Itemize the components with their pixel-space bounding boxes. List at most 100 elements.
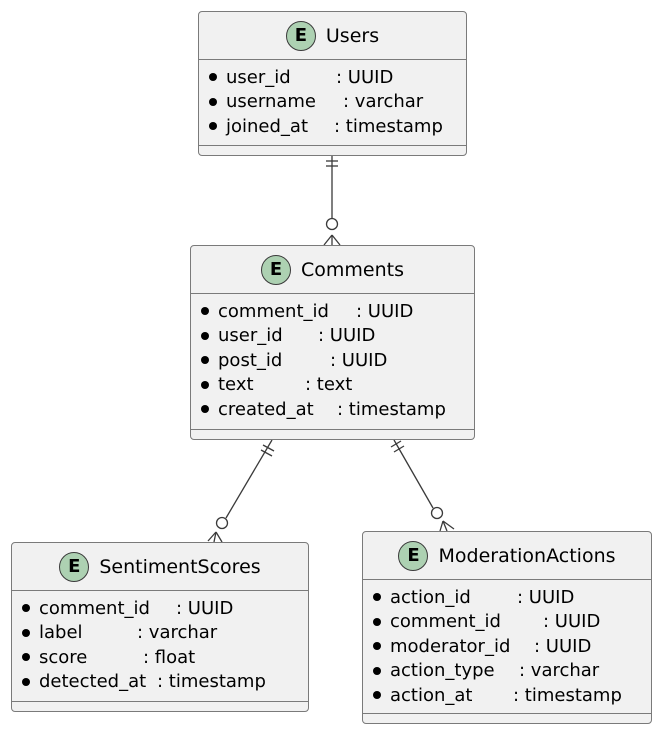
crowfoot-marker bbox=[215, 531, 223, 543]
key-bullet-icon bbox=[209, 97, 217, 106]
attribute-row: comment_id: UUID bbox=[201, 299, 474, 324]
crowfoot-marker bbox=[442, 520, 448, 532]
key-bullet-icon bbox=[209, 122, 217, 131]
zero-marker bbox=[325, 217, 339, 231]
attribute-name: comment_id bbox=[39, 597, 150, 619]
key-bullet-icon bbox=[201, 380, 209, 389]
key-bullet-icon bbox=[22, 653, 30, 662]
attribute-row: post_id : UUID bbox=[201, 348, 474, 373]
one-marker bbox=[390, 440, 402, 448]
attribute-list: action_id: UUID comment_id : UUID moderat… bbox=[363, 580, 651, 711]
attribute-type: : UUID bbox=[534, 635, 592, 657]
entity-header: E ModerationActions bbox=[363, 532, 651, 580]
attribute-name: user_id bbox=[218, 325, 283, 347]
attribute-name: detected_at bbox=[39, 671, 147, 693]
entity-name: Comments bbox=[301, 258, 404, 281]
entity-name: SentimentScores bbox=[99, 555, 261, 578]
key-bullet-icon bbox=[22, 604, 30, 613]
key-bullet-icon bbox=[201, 405, 209, 414]
attribute-row: action_id: UUID bbox=[373, 585, 651, 610]
attribute-name: joined_at bbox=[226, 115, 309, 137]
attribute-list: user_id : UUID username : varchar joined_a… bbox=[199, 60, 466, 142]
attribute-type: : timestamp bbox=[157, 671, 266, 693]
key-bullet-icon bbox=[373, 642, 381, 651]
attribute-row: action_type: varchar bbox=[373, 659, 651, 684]
zero-marker bbox=[215, 516, 229, 530]
attribute-type: : UUID bbox=[330, 349, 388, 371]
relationship-users-comments bbox=[323, 156, 341, 246]
attribute-name: text bbox=[218, 374, 254, 396]
attribute-name: moderator_id bbox=[390, 635, 511, 657]
key-bullet-icon bbox=[373, 593, 381, 602]
attribute-row: moderator_id : UUID bbox=[373, 634, 651, 659]
entity-badge-icon: E bbox=[285, 20, 316, 51]
entity-badge-icon: E bbox=[398, 540, 429, 571]
relationship-comments-sentiment bbox=[207, 439, 275, 543]
attribute-type: : UUID bbox=[336, 66, 394, 88]
attribute-row: comment_id : UUID bbox=[373, 610, 651, 635]
crowfoot-marker bbox=[213, 531, 217, 543]
key-bullet-icon bbox=[201, 356, 209, 365]
key-bullet-icon bbox=[201, 307, 209, 316]
attribute-name: user_id bbox=[226, 66, 291, 88]
entity-footer bbox=[191, 429, 474, 439]
attribute-type: : UUID bbox=[318, 325, 376, 347]
attribute-name: score bbox=[39, 646, 88, 668]
attribute-type: : UUID bbox=[517, 586, 575, 608]
attribute-name: action_at bbox=[390, 684, 473, 706]
attribute-name: label bbox=[39, 622, 83, 644]
attribute-list: comment_id: UUID user_id: UUID post_id: … bbox=[191, 294, 474, 425]
entity-name: Users bbox=[325, 24, 380, 47]
entity-header: E Users bbox=[199, 12, 466, 60]
attribute-row: user_id : UUID bbox=[201, 324, 474, 349]
key-bullet-icon bbox=[373, 691, 381, 700]
attribute-type: : varchar bbox=[137, 622, 218, 644]
attribute-list: comment_id : UUID label : varchar score : f… bbox=[12, 591, 308, 697]
attribute-type: : UUID bbox=[543, 611, 601, 633]
crowfoot-marker bbox=[442, 520, 455, 530]
attribute-type: : timestamp bbox=[337, 398, 446, 420]
one-marker bbox=[393, 445, 405, 453]
attribute-row: joined_at : timestamp bbox=[209, 114, 466, 139]
entity-footer bbox=[12, 701, 308, 711]
entity-moderation-actions: E ModerationActions action_id: UUID comm… bbox=[362, 531, 652, 724]
key-bullet-icon bbox=[373, 617, 381, 626]
attribute-name: comment_id bbox=[218, 300, 329, 322]
attribute-row: created_at : timestamp bbox=[201, 397, 474, 422]
attribute-type: : varchar bbox=[343, 91, 424, 113]
crowfoot-marker bbox=[439, 520, 444, 532]
entity-badge-icon: E bbox=[261, 254, 291, 285]
crowfoot-marker bbox=[323, 234, 333, 246]
entity-comments: E Comments comment_id: UUID user_id: UUI… bbox=[190, 245, 475, 440]
attribute-type: : varchar bbox=[519, 660, 600, 682]
entity-sentiment-scores: E SentimentScores comment_id : UUID label… bbox=[11, 542, 309, 712]
one-marker bbox=[260, 449, 273, 457]
one-marker bbox=[262, 444, 275, 452]
attribute-type: : float bbox=[143, 646, 196, 668]
crowfoot-marker bbox=[207, 531, 217, 542]
entity-footer bbox=[363, 713, 651, 723]
attribute-name: post_id bbox=[218, 349, 283, 371]
attribute-row: comment_id : UUID bbox=[22, 596, 308, 621]
key-bullet-icon bbox=[22, 677, 30, 686]
key-bullet-icon bbox=[373, 666, 381, 675]
attribute-type: : timestamp bbox=[334, 115, 443, 137]
attribute-type: : UUID bbox=[176, 597, 234, 619]
entity-header: E Comments bbox=[191, 246, 474, 294]
entity-badge-icon: E bbox=[59, 551, 90, 582]
attribute-name: username bbox=[226, 91, 316, 113]
key-bullet-icon bbox=[209, 73, 217, 82]
zero-marker bbox=[430, 506, 444, 520]
key-bullet-icon bbox=[22, 628, 30, 637]
crowfoot-marker bbox=[331, 234, 341, 246]
attribute-row: user_id : UUID bbox=[209, 65, 466, 90]
attribute-row: detected_at : timestamp bbox=[22, 670, 308, 695]
attribute-row: score : float bbox=[22, 645, 308, 670]
entity-footer bbox=[199, 145, 466, 155]
attribute-row: username : varchar bbox=[209, 90, 466, 115]
entity-name: ModerationActions bbox=[438, 544, 616, 567]
attribute-name: created_at bbox=[218, 398, 314, 420]
attribute-type: : timestamp bbox=[513, 684, 622, 706]
attribute-name: comment_id bbox=[390, 611, 501, 633]
